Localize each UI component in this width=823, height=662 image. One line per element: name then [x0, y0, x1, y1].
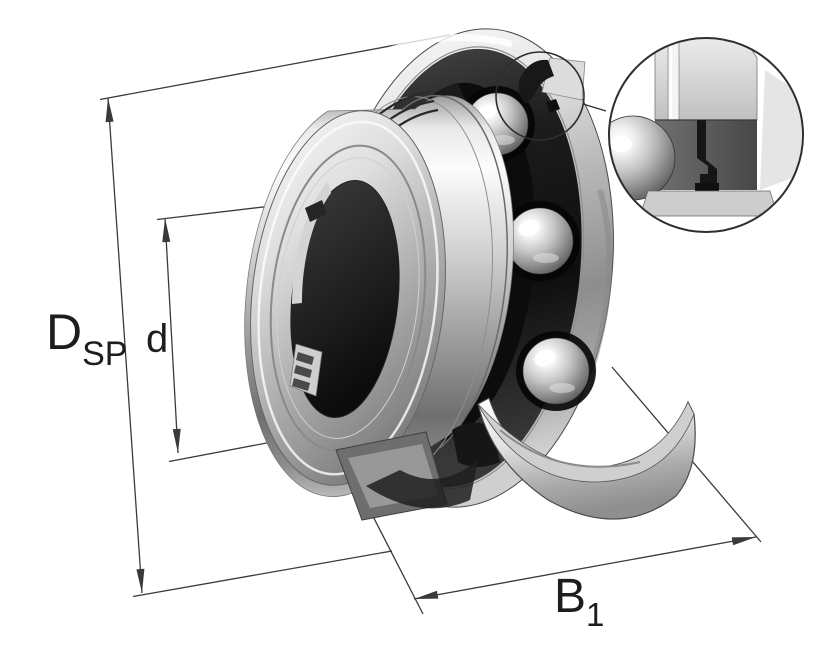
dsp-arrow-bottom: [136, 568, 145, 593]
detail-view-content: [610, 39, 802, 217]
label-dsp: DSP: [46, 304, 127, 373]
label-dsp-subscript: SP: [82, 335, 127, 373]
detail-inner-ring-band: [639, 190, 779, 217]
collar-chamfer-ring: [257, 120, 439, 476]
dsp-arrow-top: [105, 98, 114, 123]
ball-reflection: [549, 383, 575, 393]
bearing-illustration: [244, 28, 696, 521]
ball-reflection: [533, 253, 559, 263]
dimension-d: [156, 204, 336, 463]
dimension-labels: DSP d B1: [46, 304, 604, 633]
detail-outer-ring-section: [654, 39, 758, 121]
cut-segment-inner-shade: [499, 429, 641, 468]
bore-wall-cutaway: [292, 181, 331, 304]
label-b1: B1: [554, 570, 604, 633]
ball-set: [459, 86, 596, 411]
detail-seal-foot: [695, 183, 719, 191]
label-b1-base: B: [554, 570, 586, 623]
sleeve-seam-line: [401, 94, 508, 449]
detail-circle-outline: [608, 37, 804, 233]
serration-slot: [296, 352, 314, 365]
d-arrow-bottom: [172, 428, 181, 453]
dsp-extension-line-top: [99, 34, 451, 101]
label-dsp-base: D: [46, 304, 82, 360]
ball-highlight: [518, 219, 540, 237]
seal-lip-black: [518, 59, 554, 104]
collar-groove-ring-2: [276, 157, 420, 439]
detail-ball-highlight: [610, 136, 632, 152]
serration-slot: [292, 378, 310, 391]
dimension-dsp: [99, 34, 451, 598]
dsp-dimension-line: [107, 97, 143, 594]
detail-seal-cross-section: [697, 120, 717, 183]
cut-ring-segment: [477, 397, 696, 520]
label-d: d: [146, 317, 168, 361]
collar-groove-ring: [269, 144, 427, 452]
ball-highlight: [534, 349, 556, 367]
bore-keyway-notch: [305, 200, 327, 222]
seal-stem: [546, 99, 560, 113]
dsp-extension-line-bottom: [132, 550, 393, 598]
ball: [522, 337, 590, 405]
ball: [506, 207, 574, 275]
serration-slot: [294, 365, 312, 378]
outer-ring-right-shade: [589, 189, 613, 369]
callout-source-circle: [495, 51, 585, 141]
callout-connector-line: [582, 103, 607, 112]
detail-right-wedge: [760, 70, 802, 190]
b1-arrow-right: [731, 537, 756, 546]
outer-ring-top-highlight: [370, 34, 513, 62]
b1-arrow-left: [414, 590, 439, 599]
dimension-lines: [99, 34, 762, 615]
sleeve-seam-line-2: [375, 96, 493, 469]
under-shadow: [366, 460, 478, 509]
b1-dimension-line: [413, 536, 757, 600]
collar-serrations: [289, 343, 323, 397]
label-d-base: d: [146, 317, 168, 361]
label-b1-subscript: 1: [586, 596, 604, 633]
d-extension-line-top: [156, 204, 281, 221]
d-arrow-top: [162, 218, 171, 243]
detail-view-circle: [608, 37, 804, 233]
d-dimension-line: [164, 217, 179, 454]
